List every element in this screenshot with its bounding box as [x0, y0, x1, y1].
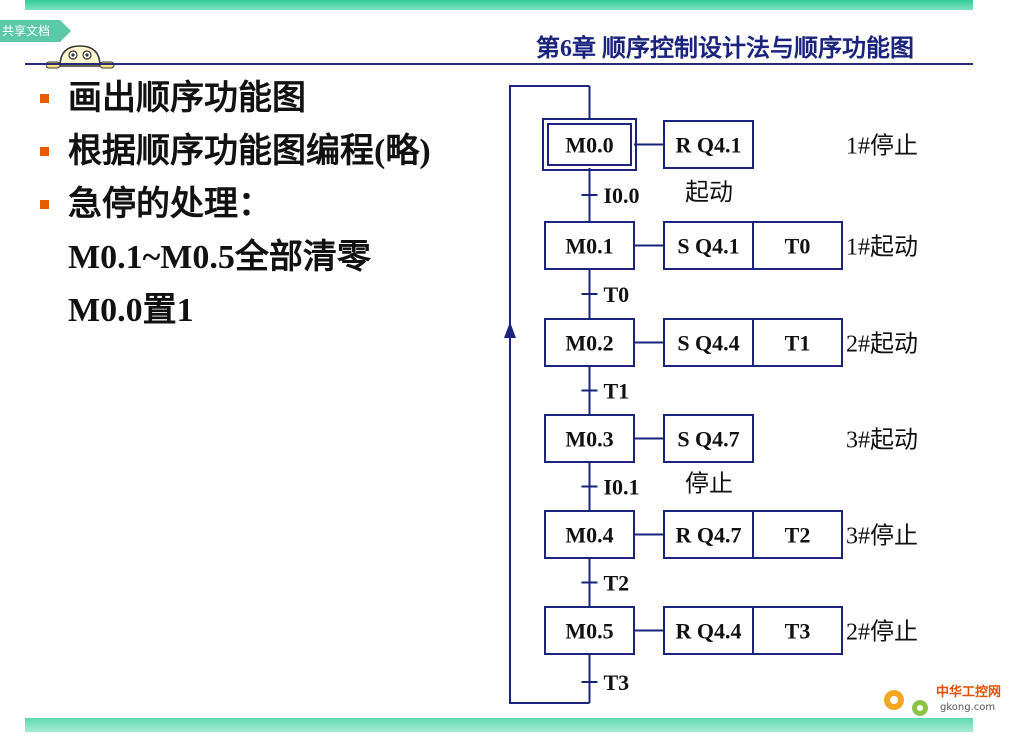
- action-label: T2: [785, 523, 811, 548]
- transition-label: I0.1: [604, 475, 640, 500]
- step-box: [544, 414, 635, 463]
- transition-note: 起动: [685, 179, 733, 206]
- bullet-item: 急停的处理：: [40, 178, 431, 231]
- bullet-text: 画出顺序功能图: [68, 79, 306, 117]
- action-box: [752, 221, 843, 270]
- initial-step-inner-box: [547, 123, 632, 166]
- action-box: [663, 120, 754, 169]
- bullet-square-icon: [40, 94, 49, 103]
- bullet-list: 画出顺序功能图 根据顺序功能图编程(略) 急停的处理： M0.1~M0.5全部清…: [40, 72, 431, 337]
- step-label: M0.4: [565, 523, 613, 548]
- bullet-text: M0.0置1: [68, 291, 194, 329]
- step-label: M0.3: [565, 427, 613, 452]
- watermark-logo: 中华工控网 gkong.com: [884, 684, 1001, 716]
- action-box: [752, 318, 843, 367]
- step-comment: 3#停止: [846, 523, 918, 550]
- step-label: M0.0: [565, 133, 613, 158]
- return-loop-line: [509, 85, 590, 704]
- action-box: [663, 414, 754, 463]
- transition-label: T3: [604, 670, 630, 695]
- step-comment: 3#起动: [846, 427, 918, 454]
- action-label: R Q4.7: [676, 523, 742, 548]
- transition-label: T1: [604, 379, 630, 404]
- action-box: [752, 606, 843, 655]
- loop-arrow-icon: [504, 322, 516, 338]
- bullet-item: 画出顺序功能图: [40, 72, 431, 125]
- bullet-subitem: M0.0置1: [40, 284, 431, 337]
- action-label: T3: [785, 619, 811, 644]
- action-label: R Q4.4: [676, 619, 742, 644]
- bullet-text: 根据顺序功能图编程(略): [68, 132, 431, 170]
- shared-doc-tag: 共享文档: [0, 20, 71, 42]
- step-box: [544, 318, 635, 367]
- step-label: M0.1: [565, 234, 613, 259]
- bullet-text: 急停的处理：: [68, 185, 272, 223]
- step-label: M0.2: [565, 331, 613, 356]
- page-title: 第6章 顺序控制设计法与顺序功能图: [536, 36, 914, 62]
- step-comment: 2#起动: [846, 331, 918, 358]
- watermark-url: gkong.com: [940, 702, 995, 713]
- transition-note: 停止: [685, 471, 733, 498]
- bullet-text: M0.1~M0.5全部清零: [68, 238, 371, 276]
- transition-label: T2: [604, 571, 630, 596]
- bullet-item: 根据顺序功能图编程(略): [40, 125, 431, 178]
- action-box: [663, 606, 754, 655]
- action-box: [663, 318, 754, 367]
- action-label: S Q4.4: [677, 331, 739, 356]
- transition-label: T0: [604, 282, 630, 307]
- step-label: M0.5: [565, 619, 613, 644]
- transition-label: I0.0: [604, 183, 640, 208]
- action-label: T1: [785, 331, 811, 356]
- step-comment: 2#停止: [846, 619, 918, 646]
- action-label: R Q4.1: [676, 133, 742, 158]
- bullet-square-icon: [40, 147, 49, 156]
- action-label: T0: [785, 234, 811, 259]
- bullet-subitem: M0.1~M0.5全部清零: [40, 231, 431, 284]
- action-label: S Q4.7: [677, 427, 739, 452]
- step-comment: 1#停止: [846, 133, 918, 160]
- header-divider: [25, 63, 973, 65]
- action-label: S Q4.1: [677, 234, 739, 259]
- bullet-square-icon: [40, 200, 49, 209]
- watermark-site: 中华工控网: [936, 684, 1001, 700]
- top-accent-bar: [25, 0, 973, 10]
- step-box: [544, 221, 635, 270]
- step-comment: 1#起动: [846, 234, 918, 261]
- bottom-accent-bar: [25, 718, 973, 732]
- action-box: [752, 510, 843, 559]
